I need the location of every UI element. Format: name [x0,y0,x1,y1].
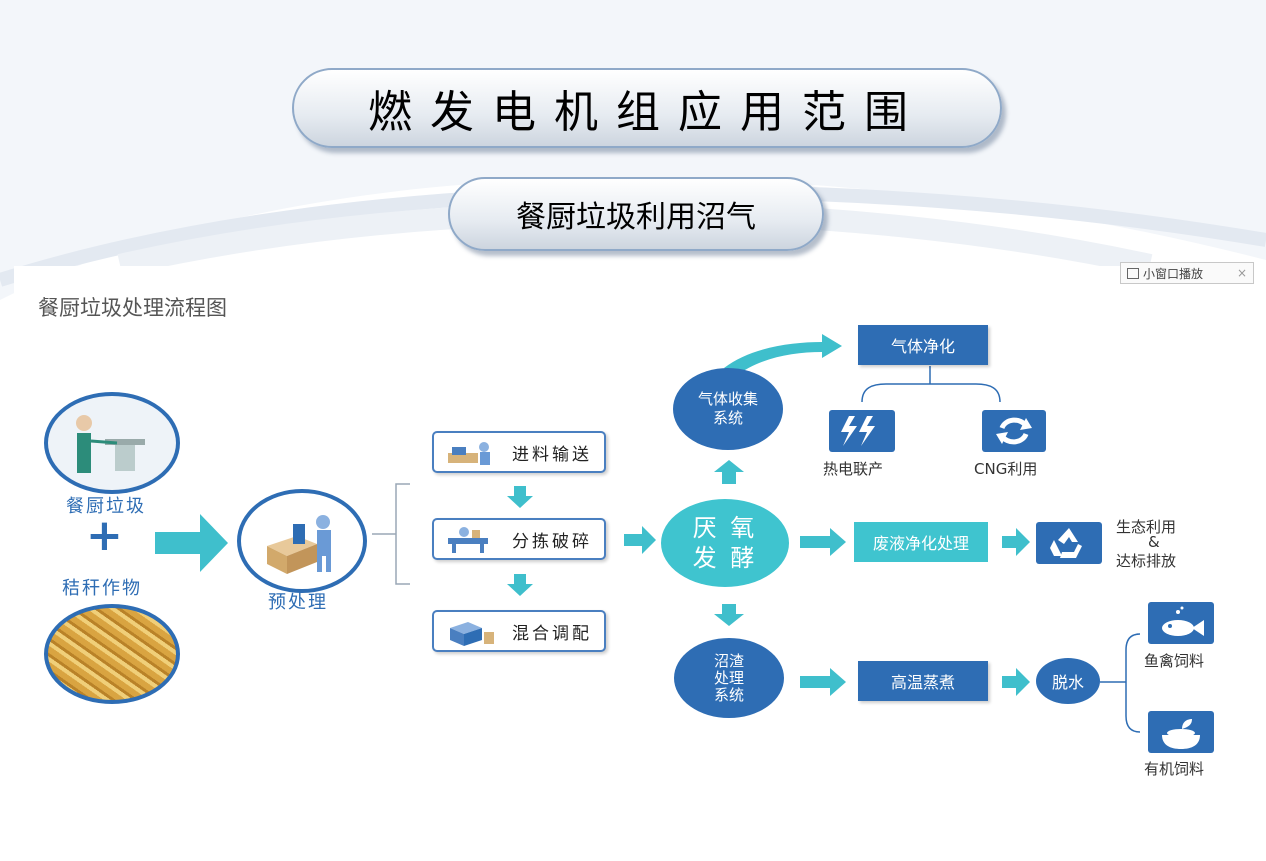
liquid-outcome-line1: 生态利用 [1116,518,1177,536]
dewater-circle: 脱水 [1036,658,1100,704]
conveyor-icon [448,442,490,465]
mixing-icon [450,622,494,646]
residue-line2: 处理 [713,668,744,687]
cng-tile [982,410,1046,452]
digestion-line1: 厌 氧 [692,514,758,542]
straw-image [44,604,180,704]
refresh-icon [996,417,1032,445]
liquid-outcome-line3: 达标排放 [1116,552,1177,570]
feed-bowl-icon [1162,719,1200,749]
mini-window-icon [1127,267,1139,279]
pretreatment-circle [237,489,367,593]
recycle-tile [1036,522,1102,564]
kitchen-waste-label: 餐厨垃圾 [66,496,146,517]
high-temp-cooking-box: 高温蒸煮 [858,661,988,701]
anaerobic-digestion-circle: 厌 氧 发 酵 [661,499,789,587]
kitchen-worker-image [44,392,180,494]
digestion-line2: 发 酵 [692,544,758,572]
fish-feed-tile [1148,602,1214,644]
liquid-outcome-line2: & [1148,533,1160,551]
gas-collection-line1: 气体收集 [697,390,758,408]
step-label: 进料输送 [512,444,592,465]
mini-window-label: 小窗口播放 [1143,266,1204,281]
slide-subtitle: 餐厨垃圾利用沼气 [448,177,824,251]
plus-sign: + [86,510,123,561]
gas-purification-box: 气体净化 [858,325,988,365]
step-mixing: 混合调配 [432,610,606,652]
residue-line1: 沼渣 [713,651,744,670]
mini-window-play-button[interactable]: 小窗口播放 × [1120,262,1254,284]
liquid-purification-box: 废液净化处理 [854,522,988,562]
step-sorting-crushing: 分拣破碎 [432,518,606,560]
chp-label: 热电联产 [823,460,884,478]
sorting-icon [448,527,488,553]
residue-line3: 系统 [713,685,744,704]
recycle-icon [1050,528,1082,558]
worker-box-icon [267,515,331,574]
diagram-title: 餐厨垃圾处理流程图 [38,296,227,320]
organic-feed-tile [1148,711,1214,753]
slide-title: 燃发电机组应用范围 [292,68,1002,148]
organic-feed-label: 有机饲料 [1144,760,1205,778]
gas-collection-line2: 系统 [712,409,743,427]
step-label: 混合调配 [512,623,592,644]
fish-icon [1162,606,1204,636]
step-label: 分拣破碎 [512,531,592,552]
pretreatment-label: 预处理 [268,592,328,613]
close-icon[interactable]: × [1236,266,1247,280]
cng-label: CNG利用 [974,460,1038,478]
step-feed-conveying: 进料输送 [432,431,606,473]
residue-system-circle: 沼渣 处理 系统 [674,638,784,718]
gas-collection-circle: 气体收集 系统 [673,368,783,450]
straw-crops-label: 秸秆作物 [62,578,142,599]
chp-tile [829,410,895,452]
lightning-icon [841,416,875,446]
fish-feed-label: 鱼禽饲料 [1144,652,1205,670]
